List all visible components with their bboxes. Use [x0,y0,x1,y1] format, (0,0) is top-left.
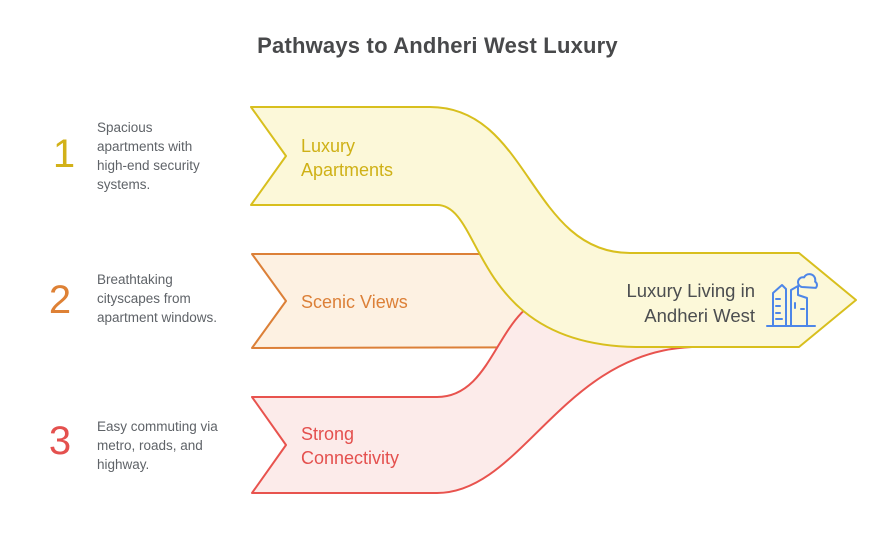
description-line: high-end security [97,158,200,173]
page-title: Pathways to Andheri West Luxury [257,33,618,58]
step-1-description: Spacious apartments with high-end securi… [97,118,249,194]
description-line: Easy commuting via [97,419,218,434]
description-line: apartments with [97,139,193,154]
description-line: apartment windows. [97,310,218,325]
icon-right-windows [794,302,805,310]
label-line: Luxury [301,136,356,156]
icon-cloud [797,273,818,289]
description-line: systems. [97,177,151,192]
icon-right-building [790,285,808,327]
output-label-line: Andheri West [644,305,755,326]
step-2-description: Breathtaking cityscapes from apartment w… [97,270,249,327]
step-1-number: 1 [52,132,76,176]
description-line: Breathtaking [97,272,173,287]
step-2-number: 2 [48,278,72,322]
description-line: Spacious [97,120,153,135]
step-3-label: Strong Connectivity [301,422,399,470]
icon-left-building [772,284,787,327]
description-line: metro, roads, and [97,438,203,453]
output-label: Luxury Living in Andheri West [580,278,755,328]
output-label-line: Luxury Living in [626,280,755,301]
icon-left-windows [775,298,783,320]
step-2-label: Scenic Views [301,290,408,314]
luxury-apartments-output-shape [250,106,857,348]
label-line: Apartments [301,160,394,180]
step-3-number: 3 [48,419,72,463]
label-line: Scenic Views [301,292,408,312]
step-3-description: Easy commuting via metro, roads, and hig… [97,417,249,474]
label-line: Strong [301,424,355,444]
city-buildings-icon [766,273,818,327]
description-line: highway. [97,457,150,472]
description-line: cityscapes from [97,291,191,306]
label-line: Connectivity [301,448,400,468]
step-1-label: Luxury Apartments [301,134,393,182]
